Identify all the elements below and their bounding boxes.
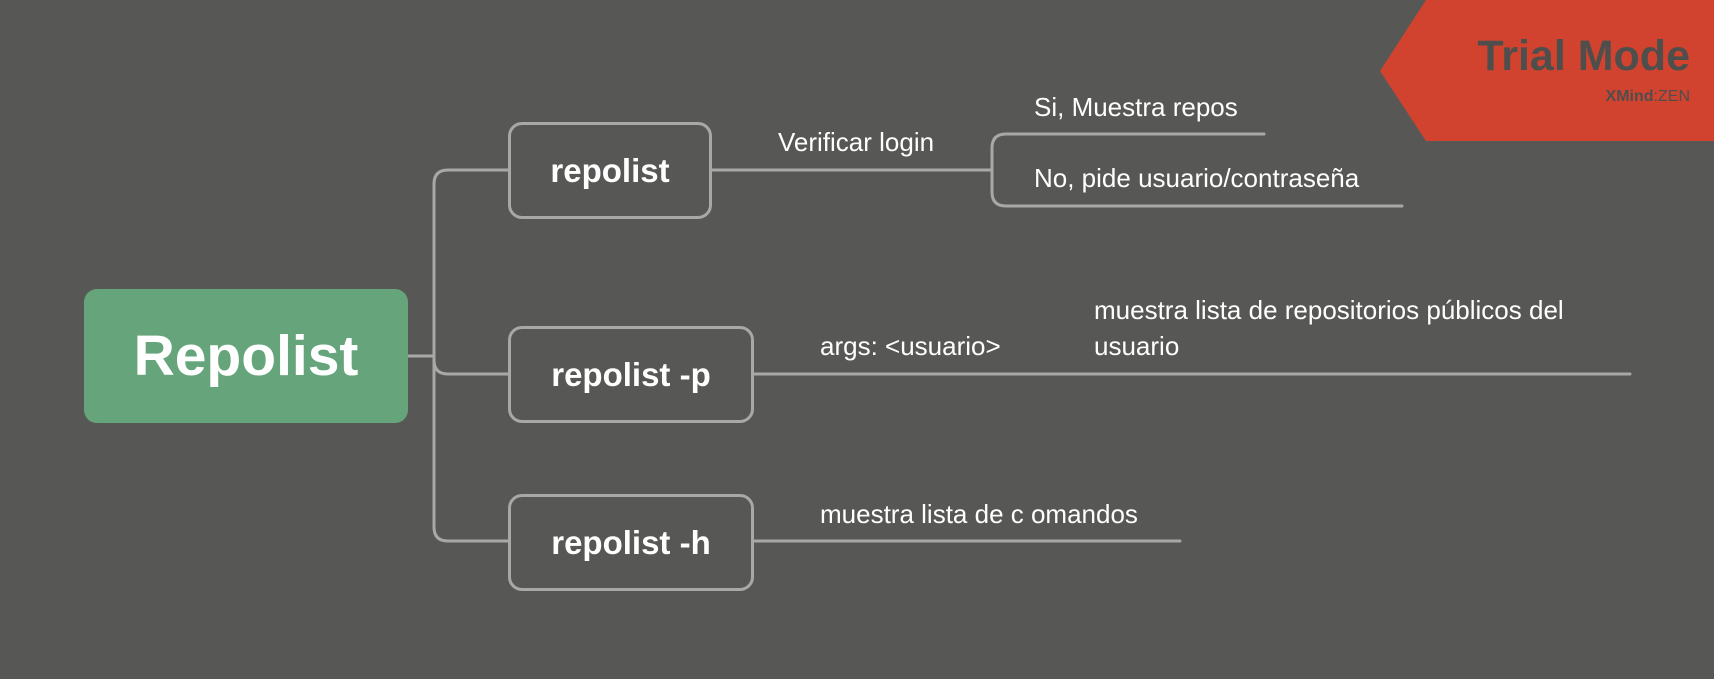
topic-1-fork-down xyxy=(990,168,1404,208)
subtopic-muestra-lista-repositorios[interactable]: muestra lista de repositorios públicos d… xyxy=(1094,295,1564,361)
subtopic-no-pide-usuario[interactable]: No, pide usuario/contraseña xyxy=(1034,163,1360,193)
topic-1-fork-up xyxy=(990,132,1266,172)
xmind-zen-brand: XMind:ZEN xyxy=(1606,88,1690,106)
topic-repolist-p[interactable]: repolist -p xyxy=(508,326,754,423)
trunk-to-topic-3 xyxy=(432,354,510,543)
branch-label-verificar-login[interactable]: Verificar login xyxy=(778,127,935,157)
trunk-to-topic-1 xyxy=(432,168,510,358)
watermark-tag-shape xyxy=(1380,0,1714,141)
topic-repolist[interactable]: repolist xyxy=(508,122,712,219)
branch-label-args[interactable]: args: <usuario> xyxy=(820,331,1001,361)
brand-zen: ZEN xyxy=(1658,88,1690,105)
trial-mode-watermark: Trial Mode XMind:ZEN xyxy=(1380,0,1714,141)
topic-repolist-h[interactable]: repolist -h xyxy=(508,494,754,591)
root-topic[interactable]: Repolist xyxy=(84,289,408,423)
trunk-to-topic-2 xyxy=(432,354,510,376)
branch-label-muestra-comandos[interactable]: muestra lista de c omandos xyxy=(820,499,1138,529)
brand-separator: : xyxy=(1653,88,1658,105)
brand-xmind: XMind xyxy=(1605,88,1654,105)
trial-mode-title: Trial Mode xyxy=(1477,32,1690,80)
subtopic-si-muestra-repos[interactable]: Si, Muestra repos xyxy=(1034,92,1238,122)
